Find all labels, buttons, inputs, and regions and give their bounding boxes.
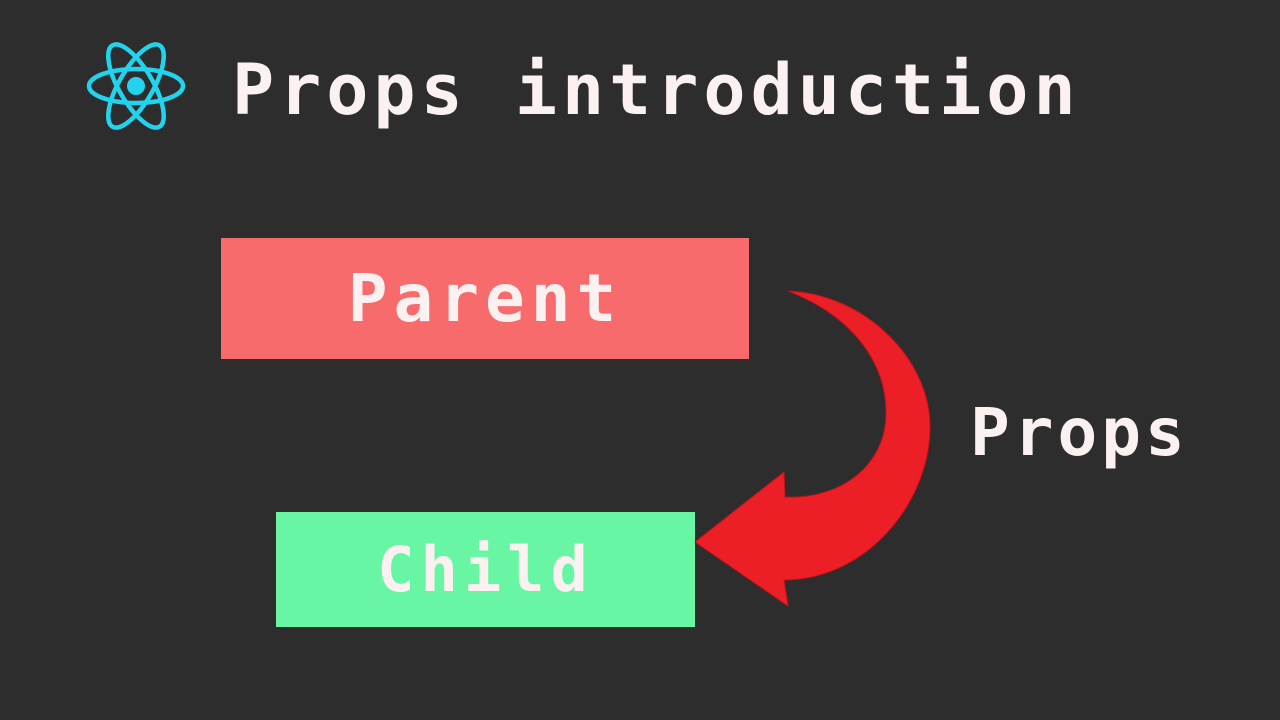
react-atom-icon [86, 42, 186, 130]
child-node: Child [276, 512, 695, 627]
parent-node: Parent [221, 238, 749, 359]
page-title: Props introduction [232, 49, 1081, 131]
child-node-label: Child [377, 533, 594, 606]
parent-node-label: Parent [347, 260, 623, 337]
props-label: Props [970, 394, 1189, 471]
curved-arrow-icon [694, 290, 931, 608]
